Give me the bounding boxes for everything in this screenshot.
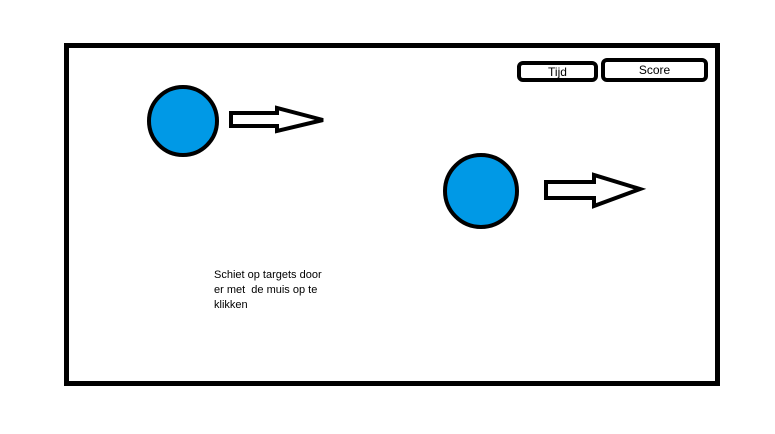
movement-arrow-1-icon <box>229 105 324 134</box>
score-display: Score <box>601 58 708 82</box>
score-label: Score <box>638 63 671 77</box>
time-display: Tijd <box>517 61 598 82</box>
instructions-line: Schiet op targets door <box>214 269 322 281</box>
instructions-text: Schiet op targets door er met de muis op… <box>214 268 359 313</box>
target-1[interactable] <box>147 85 219 157</box>
movement-arrow-2-icon <box>544 172 647 209</box>
instructions-line: klikken <box>214 299 248 311</box>
target-2[interactable] <box>443 153 519 229</box>
instructions-line: er met de muis op te <box>214 284 318 296</box>
time-label: Tijd <box>548 65 567 79</box>
